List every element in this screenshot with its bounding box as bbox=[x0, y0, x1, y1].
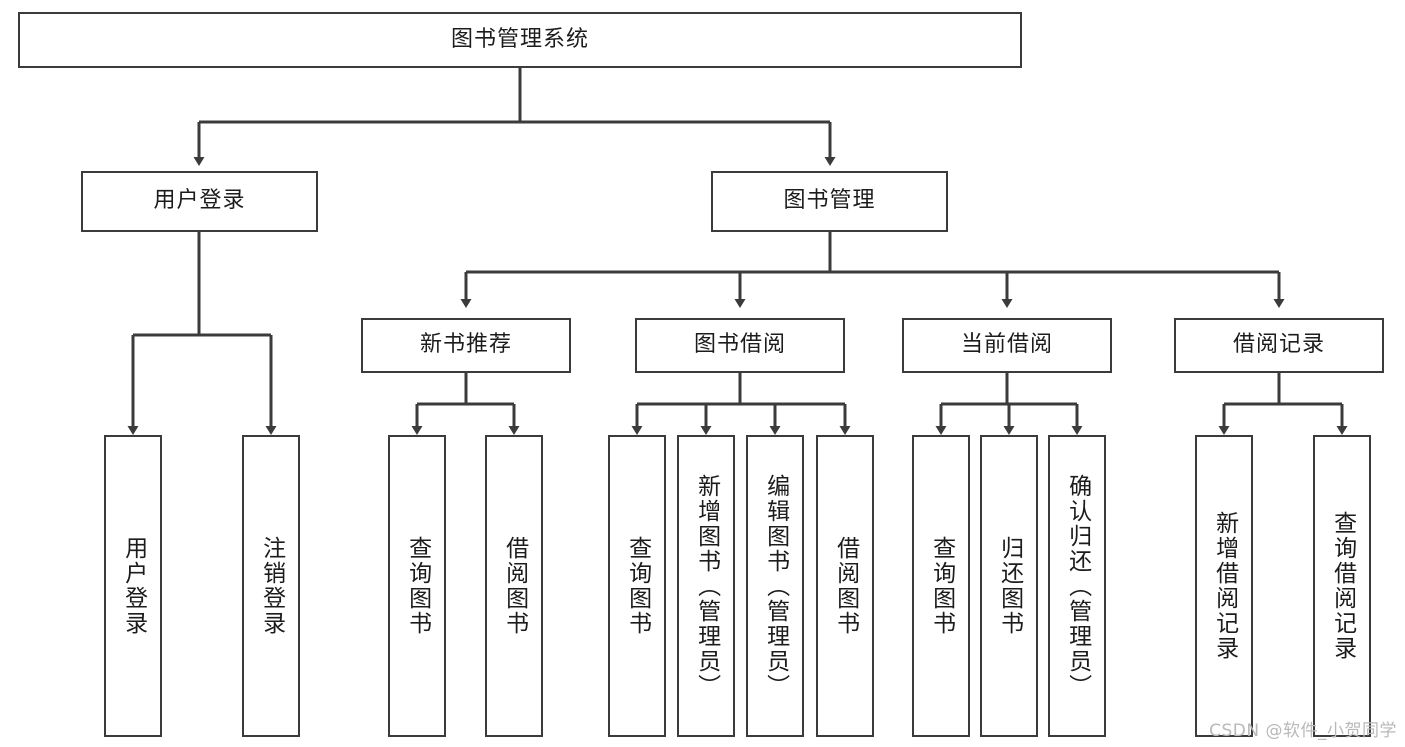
node-leaf-query-book-2[interactable]: 查询图书 bbox=[608, 435, 666, 737]
node-label: 新增借阅记录 bbox=[1211, 511, 1238, 661]
node-label: 查询图书 bbox=[928, 536, 955, 636]
node-label: 查询图书 bbox=[624, 536, 651, 636]
node-leaf-user-login[interactable]: 用户登录 bbox=[104, 435, 162, 737]
node-leaf-add-borrow-record[interactable]: 新增借阅记录 bbox=[1195, 435, 1253, 737]
node-leaf-logout-login[interactable]: 注销登录 bbox=[242, 435, 300, 737]
node-label: 编辑图书（管理员） bbox=[762, 473, 789, 699]
node-leaf-query-borrow-record[interactable]: 查询借阅记录 bbox=[1313, 435, 1371, 737]
node-label: 用户登录 bbox=[120, 536, 147, 636]
node-leaf-query-book-3[interactable]: 查询图书 bbox=[912, 435, 970, 737]
node-label: 借阅图书 bbox=[501, 536, 528, 636]
node-label: 借阅图书 bbox=[832, 536, 859, 636]
node-leaf-edit-book[interactable]: 编辑图书（管理员） bbox=[746, 435, 804, 737]
node-root-book-management-system[interactable]: 图书管理系统 bbox=[18, 12, 1022, 68]
watermark-csdn: CSDN @软件_小贺同学 bbox=[1209, 721, 1397, 741]
node-book-borrow[interactable]: 图书借阅 bbox=[635, 318, 845, 373]
node-label: 注销登录 bbox=[258, 536, 285, 636]
node-label: 归还图书 bbox=[996, 536, 1023, 636]
node-leaf-add-book[interactable]: 新增图书（管理员） bbox=[677, 435, 735, 737]
node-current-borrow[interactable]: 当前借阅 bbox=[902, 318, 1112, 373]
node-label: 新书推荐 bbox=[419, 332, 512, 358]
node-label: 确认归还（管理员） bbox=[1064, 473, 1091, 699]
node-label: 查询借阅记录 bbox=[1329, 511, 1356, 661]
node-label: 新增图书（管理员） bbox=[693, 473, 720, 699]
node-leaf-borrow-book-2[interactable]: 借阅图书 bbox=[816, 435, 874, 737]
node-label: 查询图书 bbox=[404, 536, 431, 636]
node-label: 图书管理系统 bbox=[450, 26, 589, 52]
node-leaf-confirm-return[interactable]: 确认归还（管理员） bbox=[1048, 435, 1106, 737]
node-label: 借阅记录 bbox=[1232, 332, 1325, 358]
node-label: 当前借阅 bbox=[960, 332, 1053, 358]
node-borrow-record[interactable]: 借阅记录 bbox=[1174, 318, 1384, 373]
node-user-login[interactable]: 用户登录 bbox=[81, 171, 318, 232]
node-label: 用户登录 bbox=[153, 188, 246, 214]
node-label: 图书借阅 bbox=[693, 332, 786, 358]
node-new-book-recommend[interactable]: 新书推荐 bbox=[361, 318, 571, 373]
node-leaf-query-book-1[interactable]: 查询图书 bbox=[388, 435, 446, 737]
node-leaf-borrow-book-1[interactable]: 借阅图书 bbox=[485, 435, 543, 737]
node-label: 图书管理 bbox=[783, 188, 876, 214]
node-book-management[interactable]: 图书管理 bbox=[711, 171, 948, 232]
node-leaf-return-book[interactable]: 归还图书 bbox=[980, 435, 1038, 737]
